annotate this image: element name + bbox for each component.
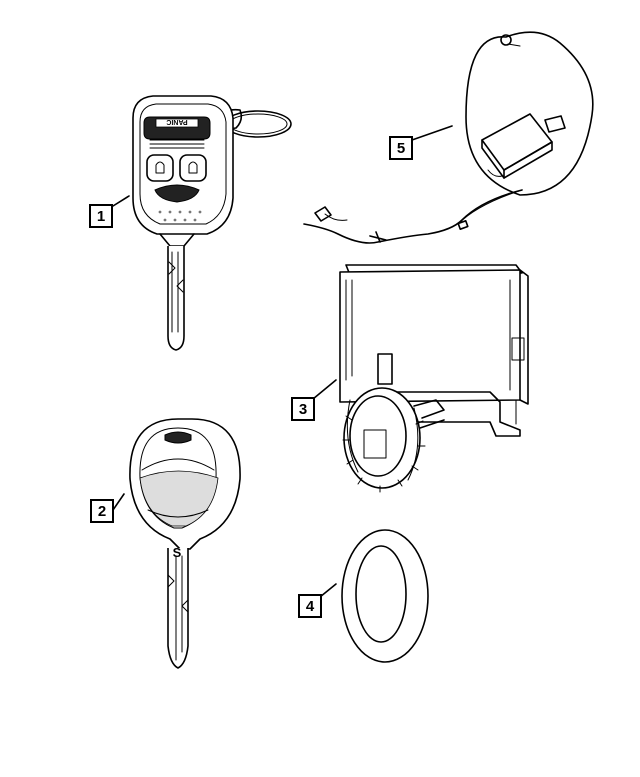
callout-4-label: 4 <box>305 597 315 615</box>
callout-1: 1 <box>89 204 113 228</box>
callout-5-label: 5 <box>396 139 406 157</box>
callout-1-label: 1 <box>96 207 106 225</box>
callout-3: 3 <box>291 397 315 421</box>
key-blank: S <box>129 418 241 669</box>
gasket-ring <box>341 529 429 663</box>
antenna-sensor <box>303 31 594 244</box>
panic-button-label: PANIC <box>166 118 187 125</box>
callout-5: 5 <box>389 136 413 160</box>
callout-3-label: 3 <box>298 400 308 418</box>
callout-2-label: 2 <box>97 502 107 520</box>
immobilizer-module <box>339 264 529 493</box>
callout-2: 2 <box>90 499 114 523</box>
key-stamp-letter: S <box>173 545 182 560</box>
leader-lines <box>112 125 453 598</box>
remote-key-fob: PANIC <box>132 95 292 351</box>
callout-4: 4 <box>298 594 322 618</box>
